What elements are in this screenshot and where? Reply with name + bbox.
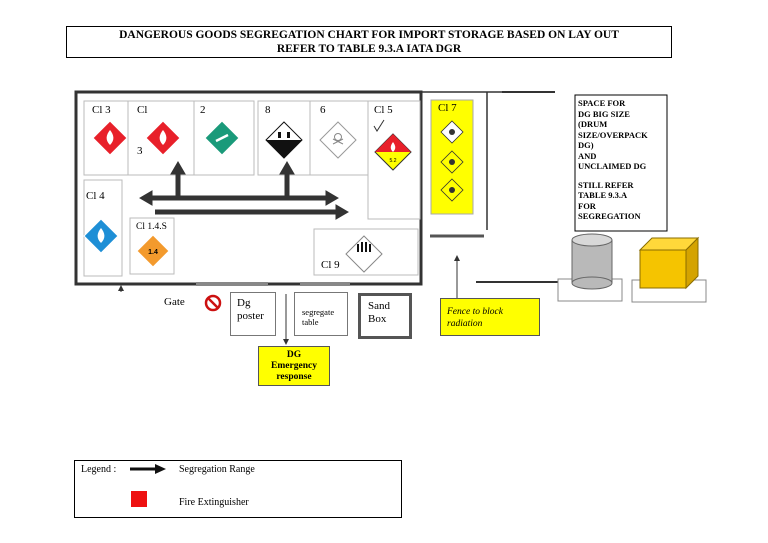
- label-cl3b-bottom: 3: [137, 145, 143, 157]
- label-cl8: 8: [265, 104, 271, 116]
- note-line: SEGREGATION: [578, 211, 641, 221]
- legend-title: Legend :: [81, 464, 117, 475]
- drum-icon: [571, 233, 613, 290]
- fire-extinguisher-icon: [131, 491, 147, 507]
- note-line: DG BIG SIZE: [578, 108, 630, 119]
- label-cl4: Cl 4: [86, 190, 105, 202]
- legend-segregation-label: Segregation Range: [179, 464, 255, 475]
- label-cl3: Cl 3: [92, 104, 111, 116]
- no-entry-icon-1: [204, 294, 222, 312]
- sand-box: Sand Box: [358, 293, 412, 339]
- misc-label-icon: [345, 235, 383, 273]
- note-line: (DRUM: [578, 119, 608, 129]
- label-cl6: 6: [320, 104, 326, 116]
- gas-label-icon: [204, 120, 240, 156]
- label-cl9: Cl 9: [321, 259, 340, 271]
- legend-extinguisher-label: Fire Extinguisher: [179, 497, 249, 508]
- chart-title-line1: DANGEROUS GOODS SEGREGATION CHART FOR IM…: [119, 29, 619, 41]
- check-mark: [373, 119, 385, 132]
- explosive-label-icon: 1.4: [136, 234, 170, 268]
- note-line: DG): [578, 140, 594, 150]
- emergency-response-box: DG Emergency response: [258, 346, 330, 386]
- sand-box-label: Sand Box: [368, 300, 390, 325]
- overpack-box-icon: [638, 236, 700, 290]
- segregate-table-box: segregate table: [294, 292, 348, 336]
- explosive-number: 1.4: [148, 249, 158, 256]
- gate-label: Gate: [164, 296, 185, 308]
- flammable-label-icon-1: [92, 120, 128, 156]
- side-note-box: [574, 94, 668, 232]
- label-cl3b-top: Cl: [137, 104, 148, 116]
- segregation-arrows: [139, 161, 349, 220]
- dg-poster-box: Dg poster: [230, 292, 276, 336]
- note-line: FOR: [578, 200, 596, 211]
- legend: Legend : Segregation Range Fire Extingui…: [74, 460, 402, 518]
- note-spacer: [578, 172, 664, 180]
- label-cl7: Cl 7: [438, 102, 457, 114]
- legend-arrow-head: [155, 464, 166, 474]
- corrosive-label-icon: [265, 121, 303, 159]
- fence-radiation-box: Fence to block radiation: [440, 298, 540, 336]
- toxic-label-icon: [319, 121, 357, 159]
- oxidizer-number: 5.2: [390, 158, 397, 164]
- note-line: STILL REFER: [578, 179, 634, 190]
- chart-title-box: DANGEROUS GOODS SEGREGATION CHART FOR IM…: [66, 26, 672, 58]
- note-line: AND: [578, 150, 597, 161]
- note-line: UNCLAIMED DG: [578, 161, 647, 171]
- cell-cl6: [309, 100, 369, 176]
- chart-title-line2: REFER TO TABLE 9.3.A IATA DGR: [276, 43, 462, 55]
- flammable-label-icon-2: [145, 120, 181, 156]
- note-line: SIZE/OVERPACK: [578, 129, 648, 140]
- label-cl5: Cl 5: [374, 104, 393, 116]
- radioactive-labels: [440, 120, 464, 202]
- label-cl14s: Cl 1.4.S: [136, 222, 167, 232]
- water-reactive-label-icon: [83, 218, 119, 254]
- oxidizer-label-icon: 5.2: [374, 133, 412, 171]
- big-size-dg-note: SPACE FOR DG BIG SIZE (DRUM SIZE/OVERPAC…: [578, 98, 664, 222]
- note-line: SPACE FOR: [578, 98, 626, 108]
- note-line: TABLE 9.3.A: [578, 190, 628, 200]
- label-cl2: 2: [200, 104, 206, 116]
